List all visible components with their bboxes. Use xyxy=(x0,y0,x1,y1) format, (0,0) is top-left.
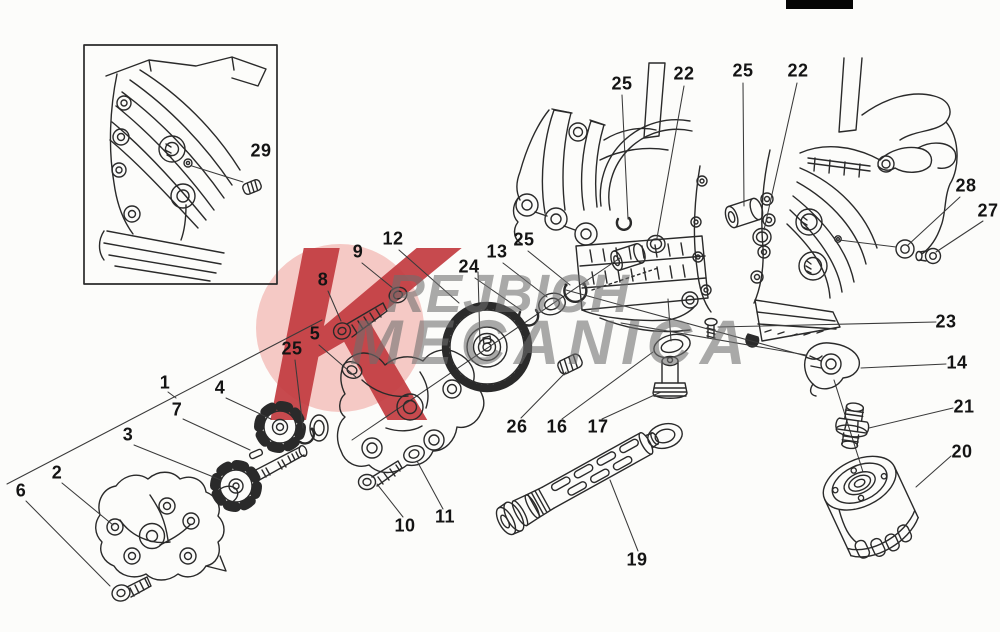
valve-strainer-group xyxy=(495,333,691,536)
inset-plug-part xyxy=(242,179,262,195)
bolt-27 xyxy=(915,247,942,265)
oil-pump-group xyxy=(95,286,485,602)
gear-3-shaft xyxy=(210,444,308,512)
washer-9 xyxy=(388,286,408,304)
watermark-text: REJBICH MECANICA xyxy=(350,264,754,378)
pump-body-5 xyxy=(336,349,485,474)
spring-26 xyxy=(557,353,583,376)
washer-13 xyxy=(538,292,566,316)
pump-drive-gear-group xyxy=(351,257,621,441)
redaction-bar xyxy=(786,0,853,9)
bolt-6 xyxy=(111,576,152,602)
detail-inset-box xyxy=(83,44,278,285)
leader-lines xyxy=(6,82,984,587)
washer-28 xyxy=(895,239,915,259)
circlip-25-pump xyxy=(294,427,315,445)
bolt-8 xyxy=(332,302,388,340)
oil-filter-20 xyxy=(822,455,919,559)
valve-plug-17 xyxy=(652,355,688,399)
lock-plate-14 xyxy=(804,342,861,397)
filter-group xyxy=(804,239,942,559)
pump-cover-2 xyxy=(95,471,227,581)
gear-4 xyxy=(254,401,306,453)
screw-23-part xyxy=(704,317,718,339)
watermark-line1: REJBICH xyxy=(386,264,630,324)
gear-12 xyxy=(441,301,533,393)
strainer-19 xyxy=(495,432,660,536)
crankcase-drawing xyxy=(512,57,958,348)
watermark-line2: MECANICA xyxy=(350,308,754,378)
inset-case-sketch xyxy=(98,56,267,282)
inset-border xyxy=(83,44,278,285)
bolt-10 xyxy=(357,460,403,491)
circlip-25 xyxy=(563,282,588,303)
inset-leader-29 xyxy=(191,165,244,183)
washer-pump-shaft xyxy=(309,414,329,442)
clip-24 xyxy=(517,308,540,327)
union-21 xyxy=(835,402,870,450)
key-7 xyxy=(248,448,264,460)
